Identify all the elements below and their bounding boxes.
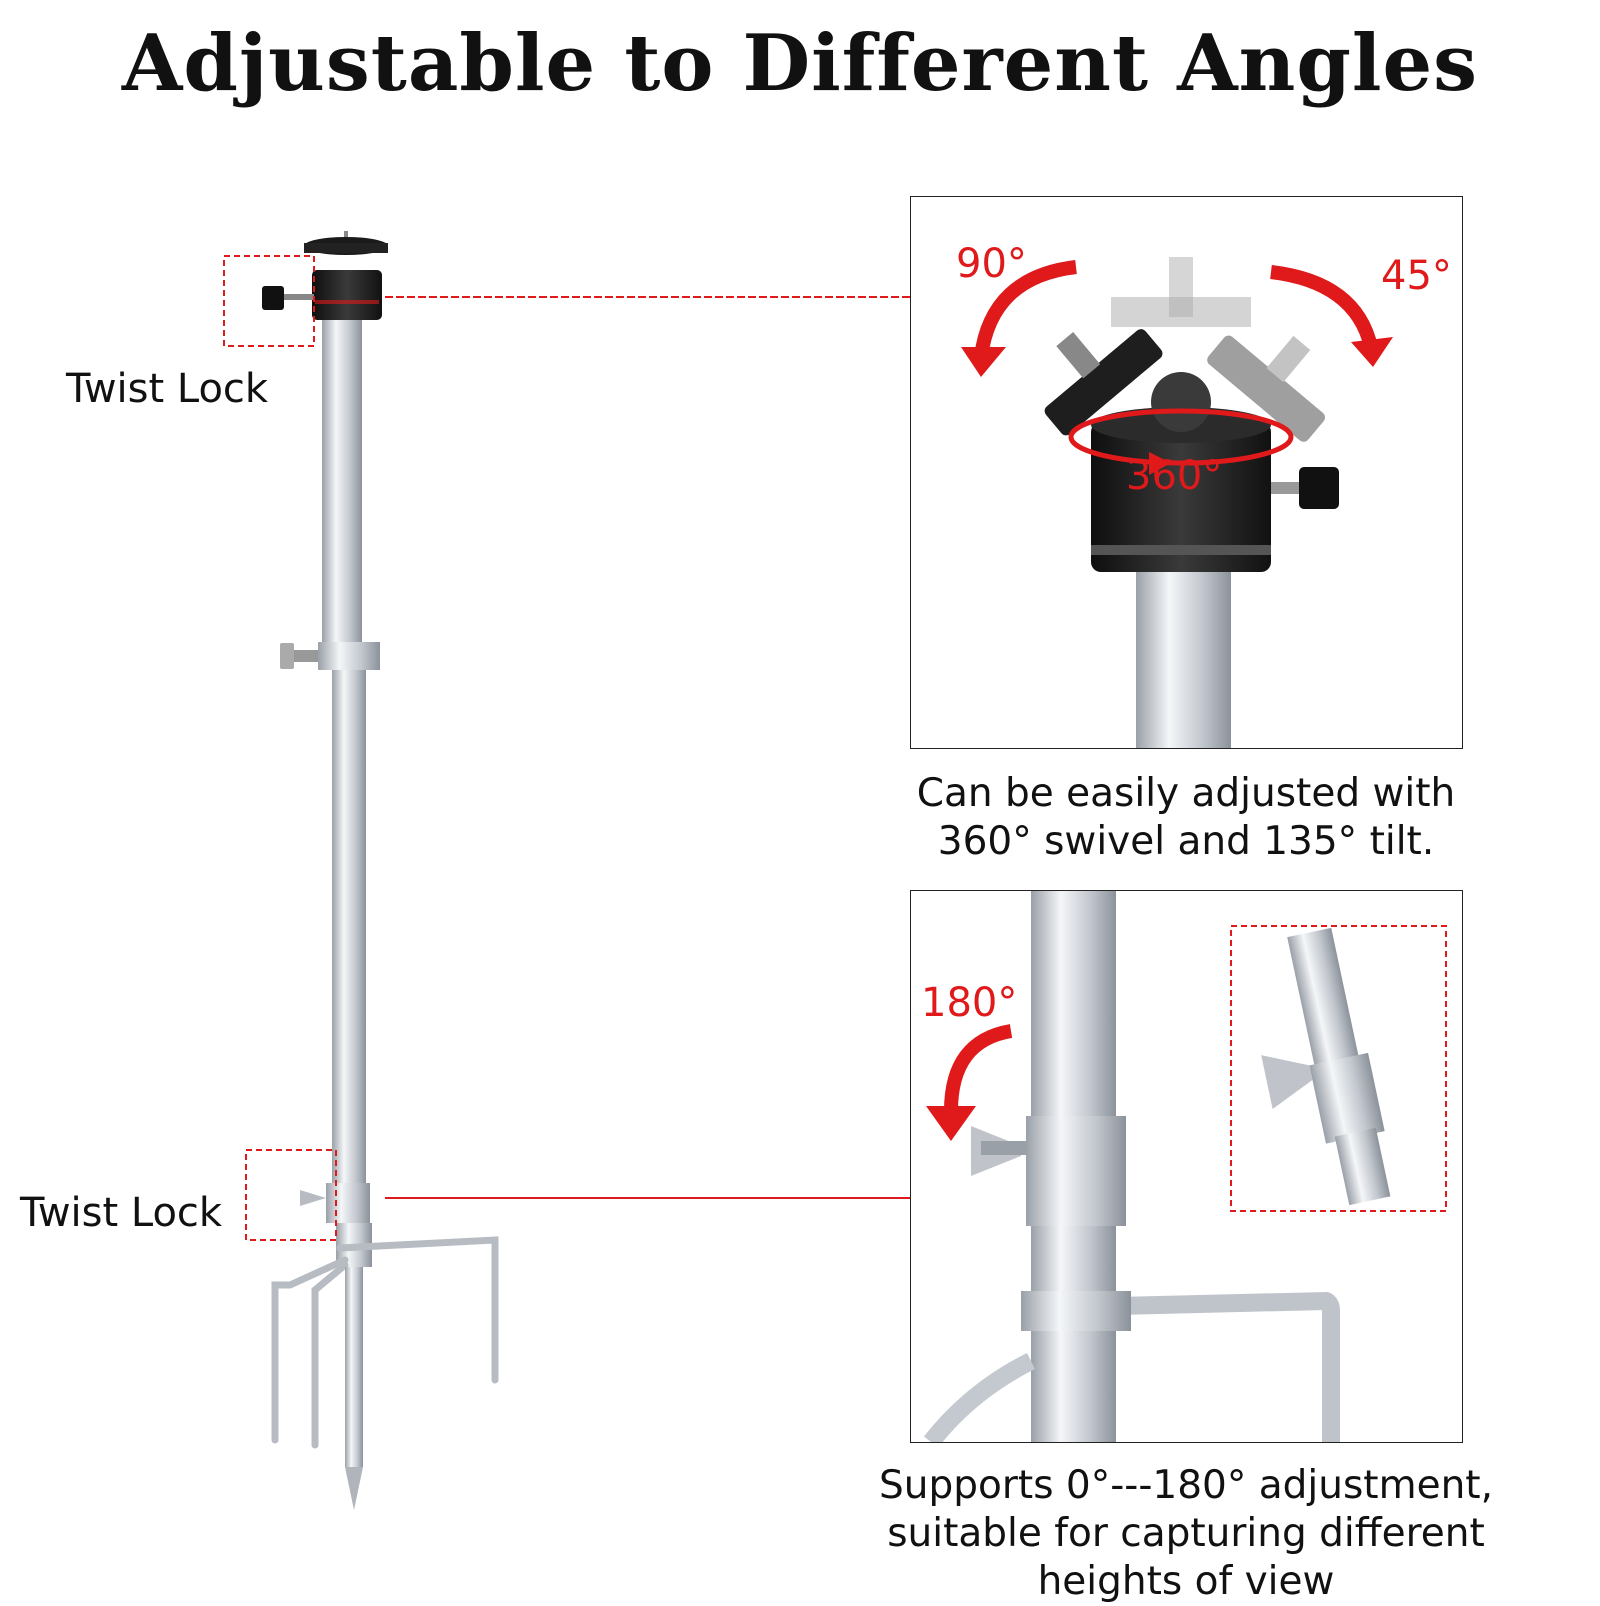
- swivel-caption: Can be easily adjusted with 360° swivel …: [880, 770, 1492, 866]
- angle-180-label: 180°: [921, 980, 1017, 1026]
- tilt-caption-line-3: heights of view: [1037, 1559, 1335, 1604]
- tilt-caption-line-1: Supports 0°---180° adjustment,: [879, 1463, 1493, 1508]
- twist-lock-bottom-highlight: [245, 1149, 337, 1241]
- swivel-caption-line-2: 360° swivel and 135° tilt.: [937, 819, 1435, 864]
- tilt-caption: Supports 0°---180° adjustment, suitable …: [848, 1462, 1524, 1606]
- tilt-detail-panel: 180°: [910, 890, 1463, 1443]
- ground-stake: [271, 1236, 499, 1449]
- twist-lock-bottom-label: Twist Lock: [20, 1190, 223, 1236]
- angle-90-label: 90°: [956, 241, 1027, 287]
- tilt-caption-line-2: suitable for capturing different: [887, 1511, 1485, 1556]
- swivel-caption-line-1: Can be easily adjusted with: [916, 771, 1456, 816]
- swivel-detail-panel: 90° 45° 360°: [910, 196, 1463, 749]
- twist-lock-top-label: Twist Lock: [66, 366, 269, 412]
- angle-45-label: 45°: [1381, 253, 1452, 299]
- mount-head: [262, 231, 388, 320]
- middle-collar: [318, 642, 380, 670]
- twist-lock-top-highlight: [223, 255, 315, 347]
- angle-360-label: 360°: [1126, 453, 1222, 499]
- page-title: Adjustable to Different Angles: [121, 18, 1479, 109]
- upper-tube: [322, 320, 362, 650]
- lower-tube: [332, 670, 366, 1190]
